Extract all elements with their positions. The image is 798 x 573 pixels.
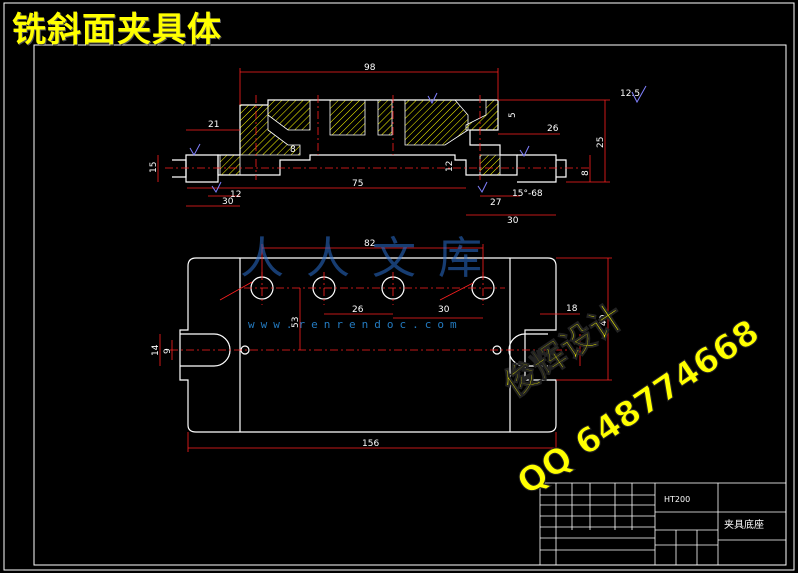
dim-gap-8-left: 8 bbox=[581, 170, 591, 176]
dim-gap-8-right: 8 bbox=[290, 145, 296, 155]
plan-dimension-lines bbox=[159, 244, 612, 452]
inner-frame bbox=[33, 44, 787, 566]
dim-right-small: 12 bbox=[445, 161, 455, 172]
dim-right-offset: 26 bbox=[547, 124, 559, 134]
dim-right-40: 40 bbox=[599, 314, 609, 326]
dim-hole-pitch-a: 26 bbox=[352, 305, 364, 315]
dim-center-span: 75 bbox=[352, 179, 363, 189]
dim-slot-9: 9 bbox=[163, 348, 173, 354]
dim-left-span: 30 bbox=[222, 197, 234, 207]
dim-small-27: 27 bbox=[490, 198, 501, 208]
section-centerlines bbox=[165, 95, 590, 180]
title-block bbox=[539, 482, 787, 566]
section-dimension-text: 98 21 26 75 30 30 27 15°-68 25 15 12 12 … bbox=[149, 63, 640, 226]
dim-left-small: 12 bbox=[230, 190, 241, 200]
dim-hole-pitch-b: 30 bbox=[438, 305, 450, 315]
plan-centerlines bbox=[170, 272, 575, 351]
roughness-value: 12.5 bbox=[620, 89, 640, 99]
title-block-text: HT200 夹具底座 bbox=[664, 495, 764, 531]
dim-left-offset: 21 bbox=[208, 120, 219, 130]
dim-right-span: 30 bbox=[507, 216, 519, 226]
dim-hole-span: 82 bbox=[364, 239, 375, 249]
dim-vertical-53: 53 bbox=[291, 317, 301, 328]
dim-angle-text: 15°-68 bbox=[512, 189, 543, 199]
dim-slot-14: 14 bbox=[151, 344, 161, 356]
dim-height-right: 25 bbox=[596, 137, 606, 148]
material-label: HT200 bbox=[664, 495, 690, 504]
outer-frame bbox=[3, 2, 795, 571]
dim-overall-width: 98 bbox=[364, 63, 376, 73]
dim-overall-length: 156 bbox=[362, 439, 379, 449]
plan-dimension-text: 82 26 30 53 14 9 18 40 156 bbox=[151, 239, 609, 449]
watermark-site: www.renrendoc.com bbox=[248, 318, 463, 331]
dim-left-height: 15 bbox=[149, 162, 159, 173]
dim-right-18: 18 bbox=[566, 304, 578, 314]
dim-5: 5 bbox=[508, 112, 518, 118]
watermark-logo: 人人文库 bbox=[240, 233, 504, 284]
part-name: 夹具底座 bbox=[724, 518, 764, 531]
section-hatching bbox=[219, 99, 501, 176]
drawing-title: 铣斜面夹具体 bbox=[12, 10, 222, 50]
roughness-symbols bbox=[189, 85, 647, 193]
section-dimension-lines bbox=[157, 68, 610, 216]
